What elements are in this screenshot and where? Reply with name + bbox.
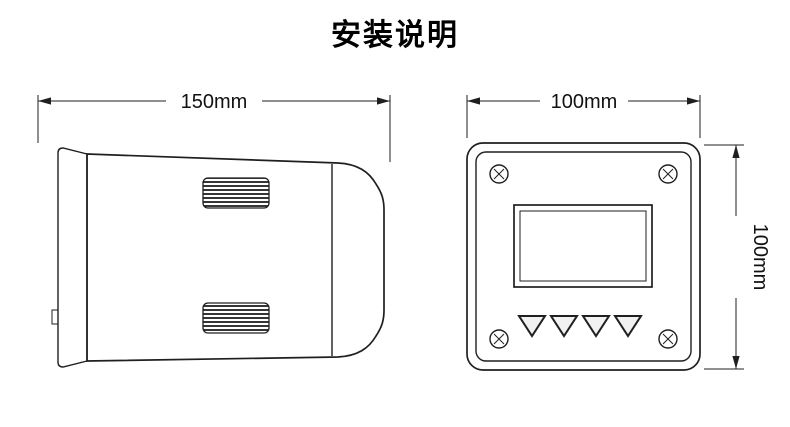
arrowhead-left [38, 97, 51, 105]
corner-screw-bottom-right [658, 329, 678, 349]
side-width-dimension: 150mm [37, 91, 391, 162]
page-title: 安装说明 [331, 19, 459, 52]
corner-screw-bottom-left [489, 329, 509, 349]
side-view-drawing: 150mm [37, 91, 391, 368]
corner-screw-top-left [489, 164, 509, 184]
arrowhead-top [732, 145, 740, 158]
mounting-flange [57, 147, 88, 368]
display-screen-inner [519, 210, 647, 282]
vent-slot-bottom [202, 302, 270, 334]
side-width-label: 150mm [181, 91, 248, 113]
front-view-drawing: 100mm 100mm [466, 91, 771, 371]
front-width-dimension: 100mm [466, 91, 701, 138]
front-panel-inner [475, 151, 692, 362]
arrowhead-right [687, 97, 700, 105]
arrowhead-right [377, 97, 390, 105]
front-panel-outer [466, 142, 701, 371]
front-height-label: 100mm [749, 224, 771, 291]
arrowhead-bottom [732, 356, 740, 369]
button-down-arrow-1 [517, 315, 547, 338]
corner-screw-top-right [658, 164, 678, 184]
button-down-arrow-4 [613, 315, 643, 338]
vent-slot-top [202, 177, 270, 209]
keypad-buttons [517, 315, 643, 338]
device-body [86, 153, 385, 362]
button-down-arrow-3 [581, 315, 611, 338]
front-width-label: 100mm [551, 91, 618, 113]
display-screen [513, 204, 653, 288]
flange-notch [51, 309, 59, 325]
front-height-dimension: 100mm [704, 144, 771, 370]
button-down-arrow-2 [549, 315, 579, 338]
arrowhead-left [467, 97, 480, 105]
